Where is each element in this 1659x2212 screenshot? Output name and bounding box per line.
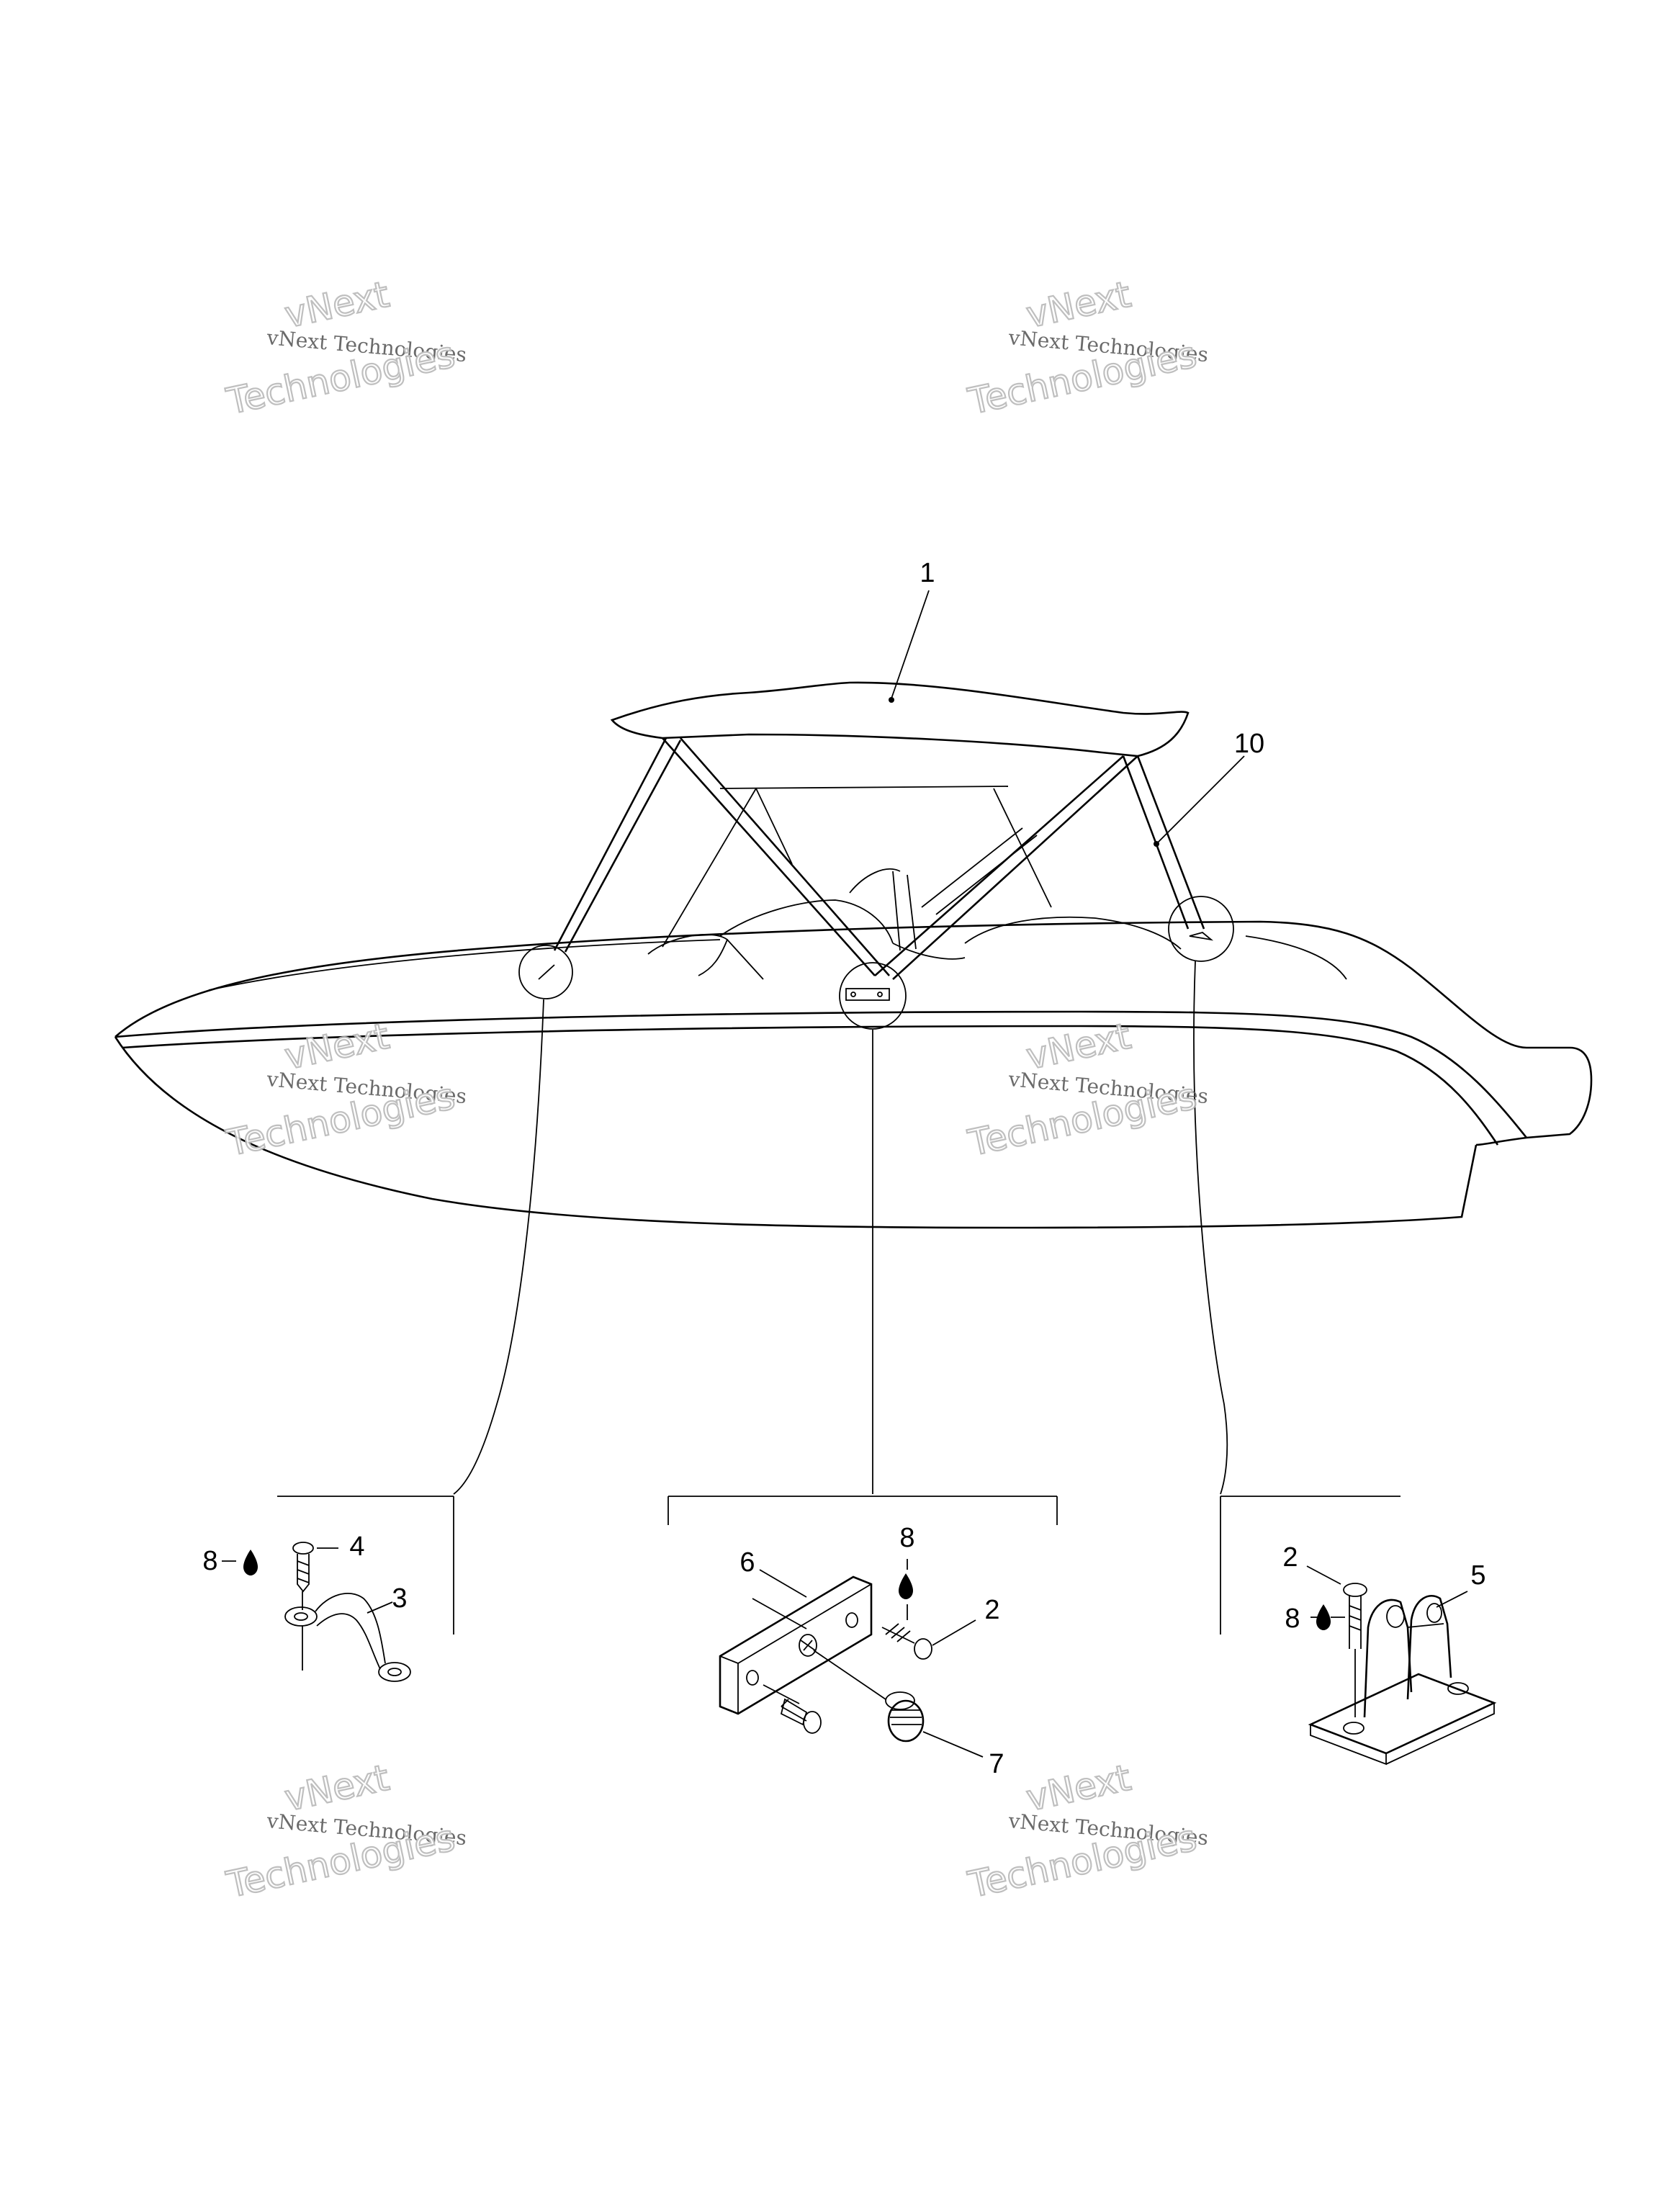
callout-5: 5: [1470, 1560, 1485, 1591]
sealant-drop-icon-right: [1316, 1604, 1331, 1630]
svg-text:vNext: vNext: [281, 1757, 392, 1820]
svg-text:vNext: vNext: [1022, 1757, 1134, 1820]
left-detail: [222, 1542, 411, 1682]
callout-labels: 1 10 8 4 3 6 8 2 7 2 8 5: [202, 558, 1485, 1779]
boat-hull: [114, 920, 1593, 1229]
callout-2-mid: 2: [984, 1595, 999, 1625]
middle-detail: [719, 1559, 984, 1758]
callout-3: 3: [392, 1583, 407, 1614]
sealant-drop-icon-mid: [899, 1573, 913, 1599]
leader-lines: [453, 590, 1245, 1495]
right-detail: [1306, 1565, 1497, 1766]
callout-4: 4: [349, 1532, 364, 1562]
callout-1: 1: [920, 558, 935, 588]
watermark-tr: vNext vNext Technologies Technologies: [963, 273, 1209, 424]
svg-text:vNext: vNext: [1022, 274, 1134, 336]
callout-8-left: 8: [202, 1546, 217, 1576]
svg-text:vNext: vNext: [281, 1015, 392, 1078]
sealant-drop-icon: [243, 1550, 258, 1575]
svg-text:vNext: vNext: [1022, 1015, 1134, 1078]
callout-7: 7: [989, 1749, 1004, 1779]
watermark-mr: vNext vNext Technologies Technologies: [963, 1015, 1209, 1166]
callout-8-mid: 8: [899, 1523, 914, 1553]
bimini-top: [553, 681, 1205, 980]
watermark-bl: vNext vNext Technologies Technologies: [222, 1756, 467, 1907]
watermarks: vNext vNext Technologies Technologies vN…: [222, 273, 1209, 1907]
watermark-ml: vNext vNext Technologies Technologies: [222, 1015, 467, 1166]
svg-text:vNext: vNext: [281, 274, 392, 336]
callout-8-right: 8: [1285, 1604, 1300, 1634]
callout-2-right: 2: [1282, 1542, 1298, 1573]
cockpit: [647, 868, 1182, 980]
watermark-tl: vNext vNext Technologies Technologies: [222, 273, 467, 424]
callout-6: 6: [739, 1547, 755, 1578]
callout-10: 10: [1234, 729, 1264, 759]
detail-brackets: [277, 1496, 1401, 1635]
detail-circles: [518, 896, 1234, 1030]
